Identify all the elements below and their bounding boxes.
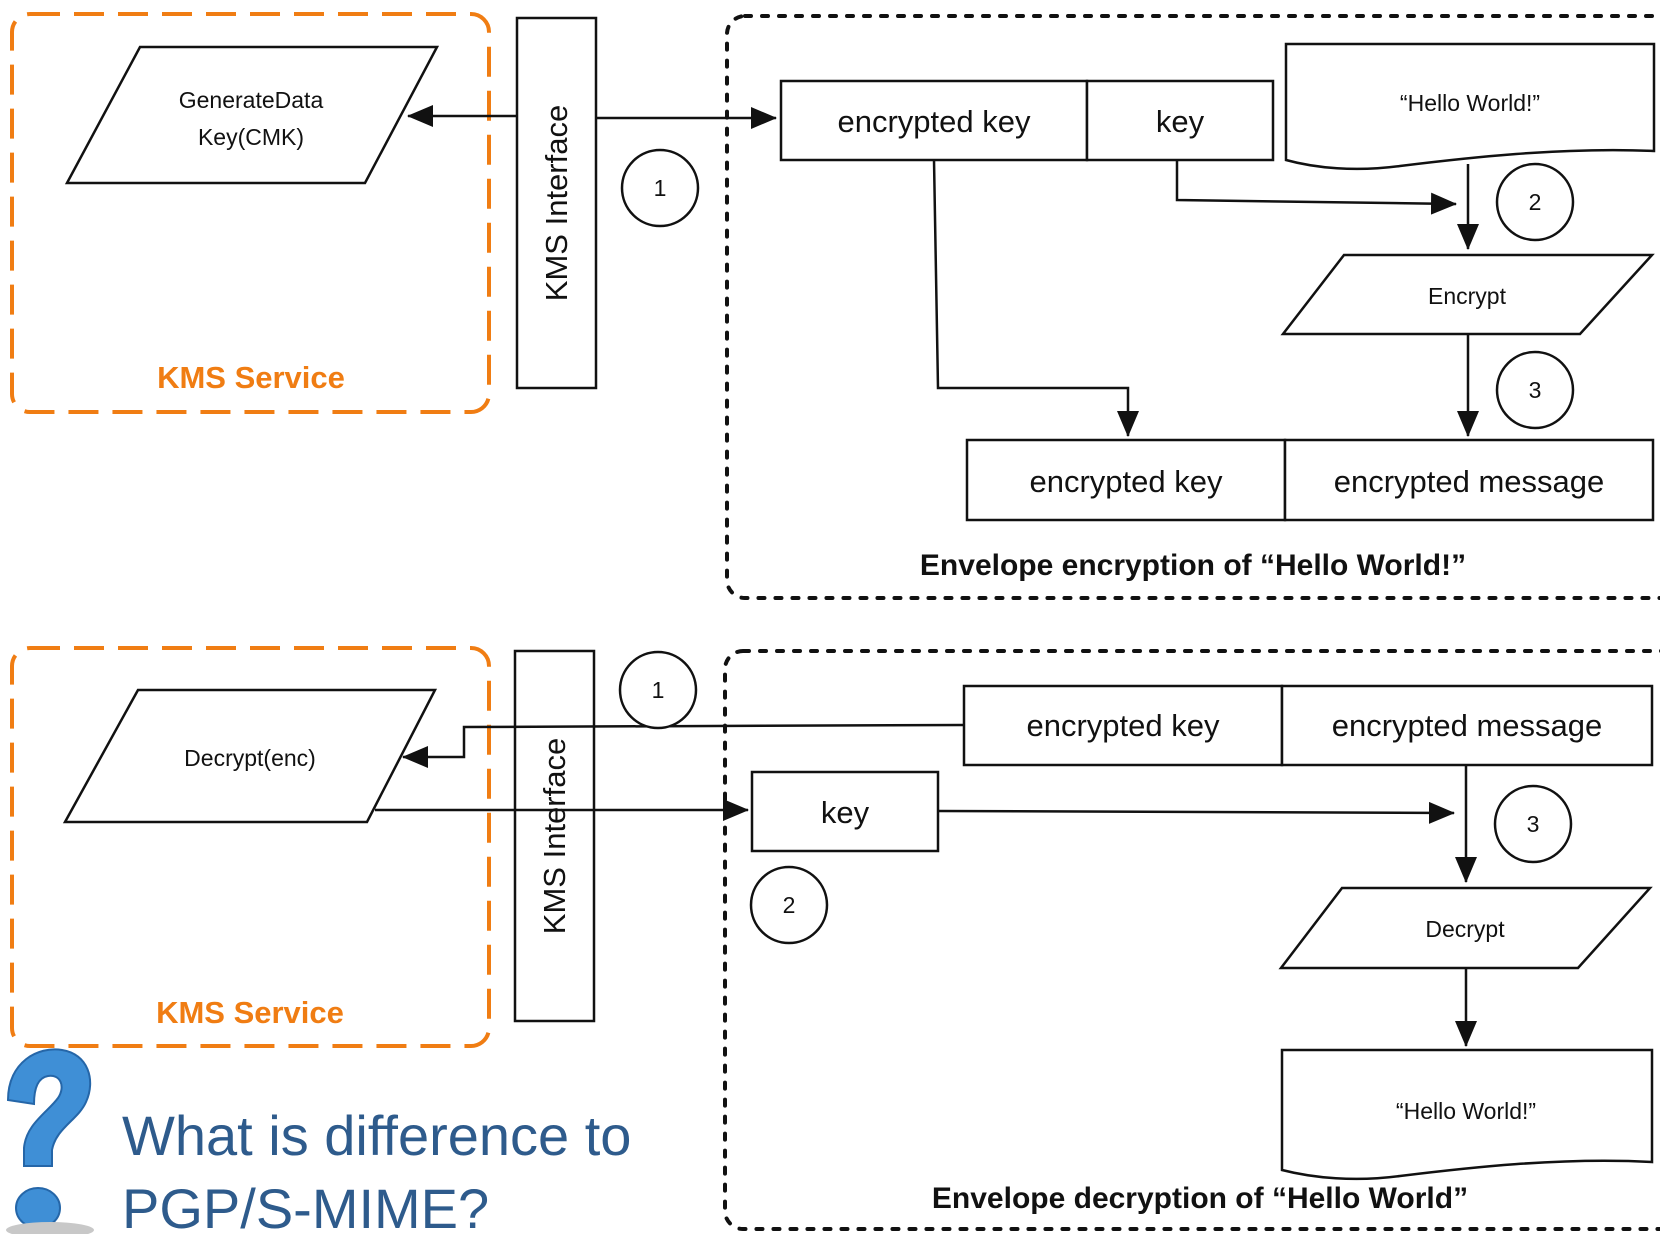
bottom-decrypt-operation: Decrypt — [1278, 886, 1653, 970]
bottom-input-record: encrypted key encrypted message — [962, 684, 1654, 767]
bottom-kms-service-label: KMS Service — [156, 995, 344, 1030]
bottom-decrypt-text: Decrypt — [1425, 916, 1505, 942]
top-step-3: 3 — [1495, 350, 1575, 430]
bottom-kms-interface-label: KMS Interface — [537, 738, 572, 934]
bottom-envelope-area — [723, 649, 1660, 1231]
bottom-key-to-decrypt-arrow — [937, 801, 1455, 824]
top-encrypted-key-text: encrypted key — [838, 104, 1031, 139]
top-encrypt-text: Encrypt — [1428, 283, 1507, 309]
top-api-call-line2: Key(CMK) — [198, 124, 304, 150]
bottom-encrypted-key-to-kms-arrow — [402, 723, 965, 768]
step-circle — [618, 650, 698, 730]
top-kms-service: GenerateData Key(CMK) KMS Service — [10, 12, 491, 414]
top-encrypted-key-cell — [779, 79, 1089, 162]
top-kms-service-box — [10, 12, 491, 414]
question-mark-icon — [6, 1048, 94, 1234]
bottom-api-call-text: Decrypt(enc) — [184, 745, 316, 771]
top-output-encrypted-message-cell — [1283, 438, 1655, 522]
top-plaintext-text: “Hello World!” — [1400, 90, 1540, 116]
question-line-2: PGP/S-MIME? — [122, 1177, 489, 1234]
bottom-kms-interface-bar — [513, 649, 596, 1023]
top-api-call-line1: GenerateData — [179, 87, 324, 113]
bottom-encrypted-message-text: encrypted message — [1332, 708, 1603, 743]
top-kms-service-label: KMS Service — [157, 360, 345, 395]
bottom-key-text: key — [821, 795, 870, 830]
top-key-text: key — [1156, 104, 1205, 139]
bottom-step-2: 2 — [749, 865, 829, 945]
bottom-encrypted-key-cell — [962, 684, 1284, 767]
bottom-plaintext-text: “Hello World!” — [1396, 1098, 1536, 1124]
step-number: 2 — [783, 892, 796, 918]
top-envelope-area — [725, 14, 1660, 600]
bottom-key-record: key — [750, 770, 940, 853]
step-number: 1 — [654, 175, 667, 201]
step-circle — [749, 865, 829, 945]
bottom-key-cell — [750, 770, 940, 853]
question-line-1: What is difference to — [122, 1104, 631, 1167]
top-kms-interface: KMS Interface — [515, 16, 598, 390]
top-kms-interface-bar — [515, 16, 598, 390]
bottom-step-1: 1 — [618, 650, 698, 730]
bottom-decrypt-shape — [1278, 886, 1653, 970]
bottom-kms-service: Decrypt(enc) KMS Service — [10, 646, 491, 1048]
top-api-call-shape — [64, 45, 440, 185]
top-data-key-record: encrypted key key — [779, 79, 1275, 162]
top-output-encrypted-key-cell — [965, 438, 1287, 522]
bottom-kms-service-box — [10, 646, 491, 1048]
top-output-record: encrypted key encrypted message — [965, 438, 1655, 522]
top-key-cell — [1085, 79, 1275, 162]
top-encrypt-shape — [1280, 253, 1655, 336]
step-number: 3 — [1527, 811, 1540, 837]
top-encrypt-operation: Encrypt — [1280, 253, 1655, 336]
bottom-caption: Envelope decryption of “Hello World” — [932, 1182, 1468, 1215]
top-output-encrypted-message-text: encrypted message — [1334, 464, 1605, 499]
document-shape — [1284, 42, 1656, 171]
top-step-2: 2 — [1495, 162, 1575, 242]
step-circle — [1495, 350, 1575, 430]
bottom-kms-interface: KMS Interface — [513, 649, 596, 1023]
step-number: 2 — [1529, 189, 1542, 215]
top-step-1: 1 — [620, 148, 700, 228]
top-encrypted-key-to-output-arrow — [932, 159, 1139, 437]
bottom-encrypted-key-text: encrypted key — [1027, 708, 1220, 743]
top-plaintext-document: “Hello World!” — [1284, 42, 1656, 171]
bottom-step-3: 3 — [1493, 784, 1573, 864]
bottom-api-call-shape — [62, 688, 438, 824]
step-circle — [620, 148, 700, 228]
step-number: 1 — [652, 677, 665, 703]
top-caption: Envelope encryption of “Hello World!” — [920, 549, 1466, 582]
document-shape — [1280, 1048, 1654, 1181]
step-circle — [1493, 784, 1573, 864]
top-key-to-encrypt-arrow — [1175, 160, 1457, 215]
top-output-encrypted-key-text: encrypted key — [1030, 464, 1223, 499]
bottom-plaintext-document: “Hello World!” — [1280, 1048, 1654, 1181]
step-number: 3 — [1529, 377, 1542, 403]
step-circle — [1495, 162, 1575, 242]
top-kms-interface-label: KMS Interface — [539, 105, 574, 301]
